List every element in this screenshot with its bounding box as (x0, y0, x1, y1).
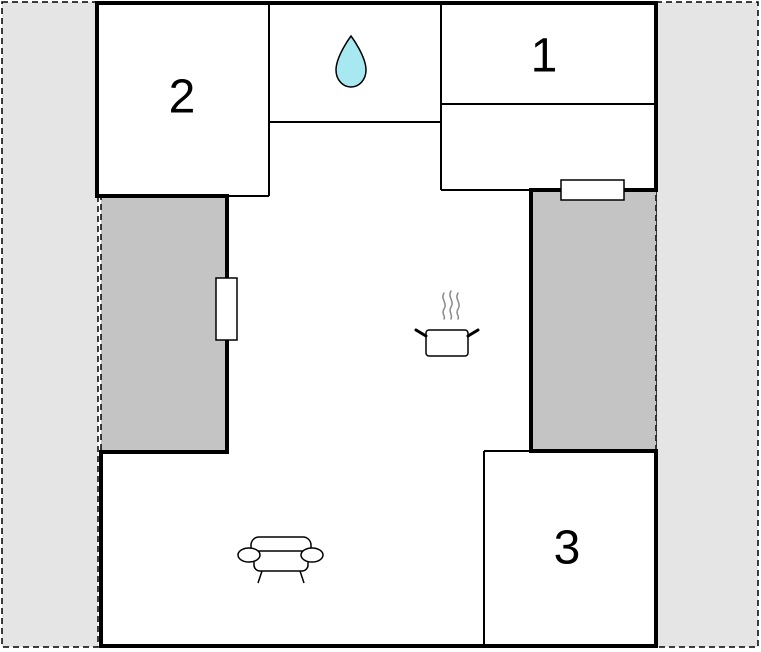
terrace-left (1, 1, 99, 648)
room-label-bedroom-2: 2 (169, 71, 196, 124)
balcony-right (530, 189, 657, 452)
window-left (215, 277, 238, 341)
sofa-icon (237, 536, 324, 584)
room-label-bedroom-1: 1 (531, 30, 558, 83)
window-right (560, 179, 625, 201)
room-label-bedroom-3: 3 (554, 522, 581, 575)
apartment-floor (97, 3, 656, 646)
exterior-walls (95, 1, 658, 648)
cooking-pot-icon (414, 290, 480, 357)
water-drop-icon (335, 34, 367, 88)
terrace-right (655, 1, 759, 648)
interior-walls (227, 3, 656, 646)
balcony-left (100, 195, 228, 453)
